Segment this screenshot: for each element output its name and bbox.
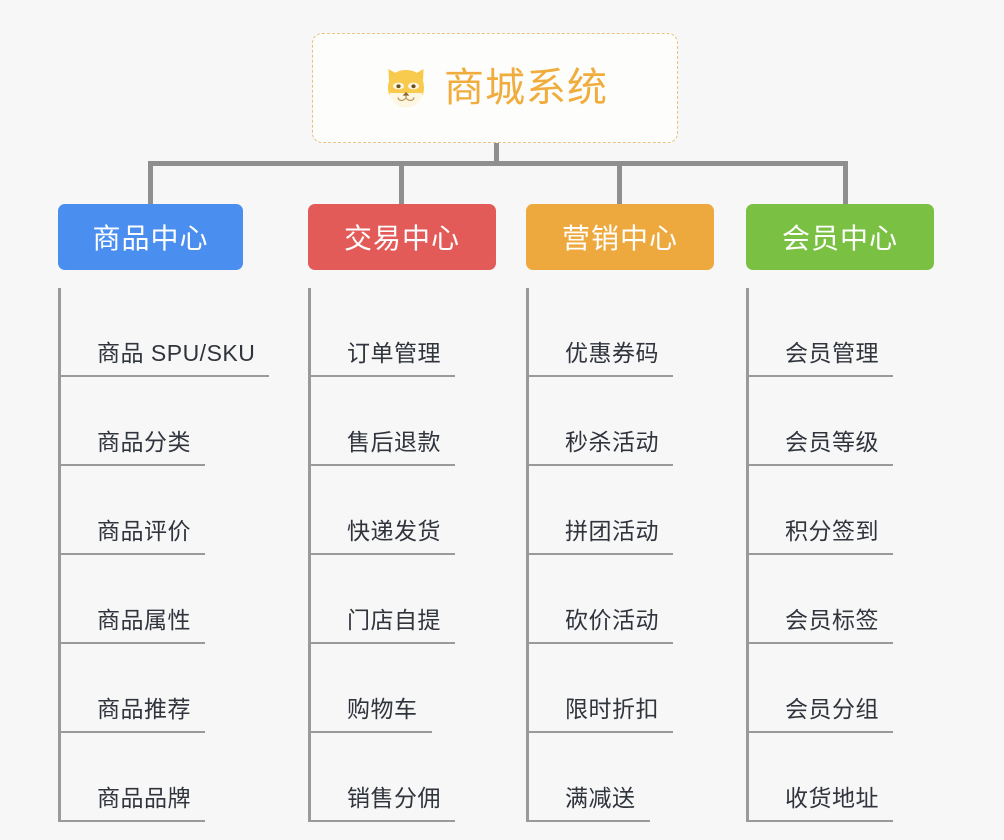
category-label: 交易中心 <box>343 223 460 254</box>
leaf-item[interactable]: 满减送 <box>529 733 746 822</box>
leaf-label: 商品 SPU/SKU <box>97 340 256 366</box>
leaf-label: 销售分佣 <box>347 785 441 811</box>
leaf-label: 砍价活动 <box>565 607 659 633</box>
leaf-item[interactable]: 快递发货 <box>311 466 528 555</box>
category-box-product[interactable]: 商品中心 <box>58 204 243 270</box>
leaf-list-trade: 订单管理 售后退款 快递发货 门店自提 购物车 销售分佣 <box>308 288 528 822</box>
leaf-item[interactable]: 商品分类 <box>61 377 308 466</box>
branch-column-trade: 交易中心 订单管理 售后退款 快递发货 门店自提 购物车 销售分佣 <box>308 204 528 822</box>
branch-columns: 商品中心 商品 SPU/SKU 商品分类 商品评价 商品属性 商品推荐 商品品牌… <box>0 204 1004 840</box>
leaf-item[interactable]: 会员管理 <box>749 288 966 377</box>
root-node[interactable]: 商城系统 <box>312 33 678 143</box>
leaf-item[interactable]: 商品评价 <box>61 466 308 555</box>
leaf-item[interactable]: 订单管理 <box>311 288 528 377</box>
branch-column-marketing: 营销中心 优惠券码 秒杀活动 拼团活动 砍价活动 限时折扣 满减送 <box>526 204 746 822</box>
category-label: 会员中心 <box>781 223 898 254</box>
leaf-list-product: 商品 SPU/SKU 商品分类 商品评价 商品属性 商品推荐 商品品牌 <box>58 288 308 822</box>
leaf-item[interactable]: 会员标签 <box>749 555 966 644</box>
branch-column-member: 会员中心 会员管理 会员等级 积分签到 会员标签 会员分组 收货地址 <box>746 204 966 822</box>
leaf-label: 快递发货 <box>347 518 441 544</box>
leaf-item[interactable]: 秒杀活动 <box>529 377 746 466</box>
root-title: 商城系统 <box>444 66 608 110</box>
leaf-label: 限时折扣 <box>565 696 659 722</box>
connector-drop-1 <box>148 161 153 207</box>
leaf-label: 会员分组 <box>785 696 879 722</box>
leaf-label: 售后退款 <box>347 429 441 455</box>
leaf-item[interactable]: 会员分组 <box>749 644 966 733</box>
leaf-item[interactable]: 收货地址 <box>749 733 966 822</box>
leaf-item[interactable]: 拼团活动 <box>529 466 746 555</box>
category-label: 营销中心 <box>561 223 678 254</box>
leaf-label: 会员等级 <box>785 429 879 455</box>
branch-column-product: 商品中心 商品 SPU/SKU 商品分类 商品评价 商品属性 商品推荐 商品品牌 <box>58 204 308 822</box>
leaf-label: 商品评价 <box>97 518 191 544</box>
connector-drop-2 <box>399 161 404 207</box>
category-label: 商品中心 <box>92 223 209 254</box>
category-box-member[interactable]: 会员中心 <box>746 204 934 270</box>
leaf-item[interactable]: 商品 SPU/SKU <box>61 288 308 377</box>
leaf-list-member: 会员管理 会员等级 积分签到 会员标签 会员分组 收货地址 <box>746 288 966 822</box>
leaf-label: 秒杀活动 <box>565 429 659 455</box>
shiba-dog-icon <box>382 64 430 112</box>
leaf-label: 购物车 <box>347 696 418 722</box>
leaf-label: 积分签到 <box>785 518 879 544</box>
leaf-label: 订单管理 <box>347 340 441 366</box>
leaf-item[interactable]: 商品品牌 <box>61 733 308 822</box>
leaf-label: 收货地址 <box>785 785 879 811</box>
leaf-item[interactable]: 优惠券码 <box>529 288 746 377</box>
leaf-label: 商品属性 <box>97 607 191 633</box>
leaf-label: 商品推荐 <box>97 696 191 722</box>
leaf-list-marketing: 优惠券码 秒杀活动 拼团活动 砍价活动 限时折扣 满减送 <box>526 288 746 822</box>
connector-stem <box>494 143 499 163</box>
category-box-marketing[interactable]: 营销中心 <box>526 204 714 270</box>
leaf-item[interactable]: 会员等级 <box>749 377 966 466</box>
leaf-label: 拼团活动 <box>565 518 659 544</box>
leaf-label: 优惠券码 <box>565 340 659 366</box>
leaf-label: 满减送 <box>565 785 636 811</box>
leaf-label: 会员管理 <box>785 340 879 366</box>
leaf-item[interactable]: 商品推荐 <box>61 644 308 733</box>
category-box-trade[interactable]: 交易中心 <box>308 204 496 270</box>
leaf-item[interactable]: 销售分佣 <box>311 733 528 822</box>
leaf-item[interactable]: 积分签到 <box>749 466 966 555</box>
connector-drop-3 <box>617 161 622 207</box>
leaf-label: 会员标签 <box>785 607 879 633</box>
leaf-item[interactable]: 售后退款 <box>311 377 528 466</box>
connector-drop-4 <box>843 161 848 207</box>
leaf-item[interactable]: 商品属性 <box>61 555 308 644</box>
leaf-item[interactable]: 门店自提 <box>311 555 528 644</box>
leaf-item[interactable]: 砍价活动 <box>529 555 746 644</box>
leaf-item[interactable]: 购物车 <box>311 644 528 733</box>
leaf-label: 商品分类 <box>97 429 191 455</box>
connector-bar <box>148 161 848 166</box>
leaf-item[interactable]: 限时折扣 <box>529 644 746 733</box>
leaf-label: 门店自提 <box>347 607 441 633</box>
leaf-label: 商品品牌 <box>97 785 191 811</box>
